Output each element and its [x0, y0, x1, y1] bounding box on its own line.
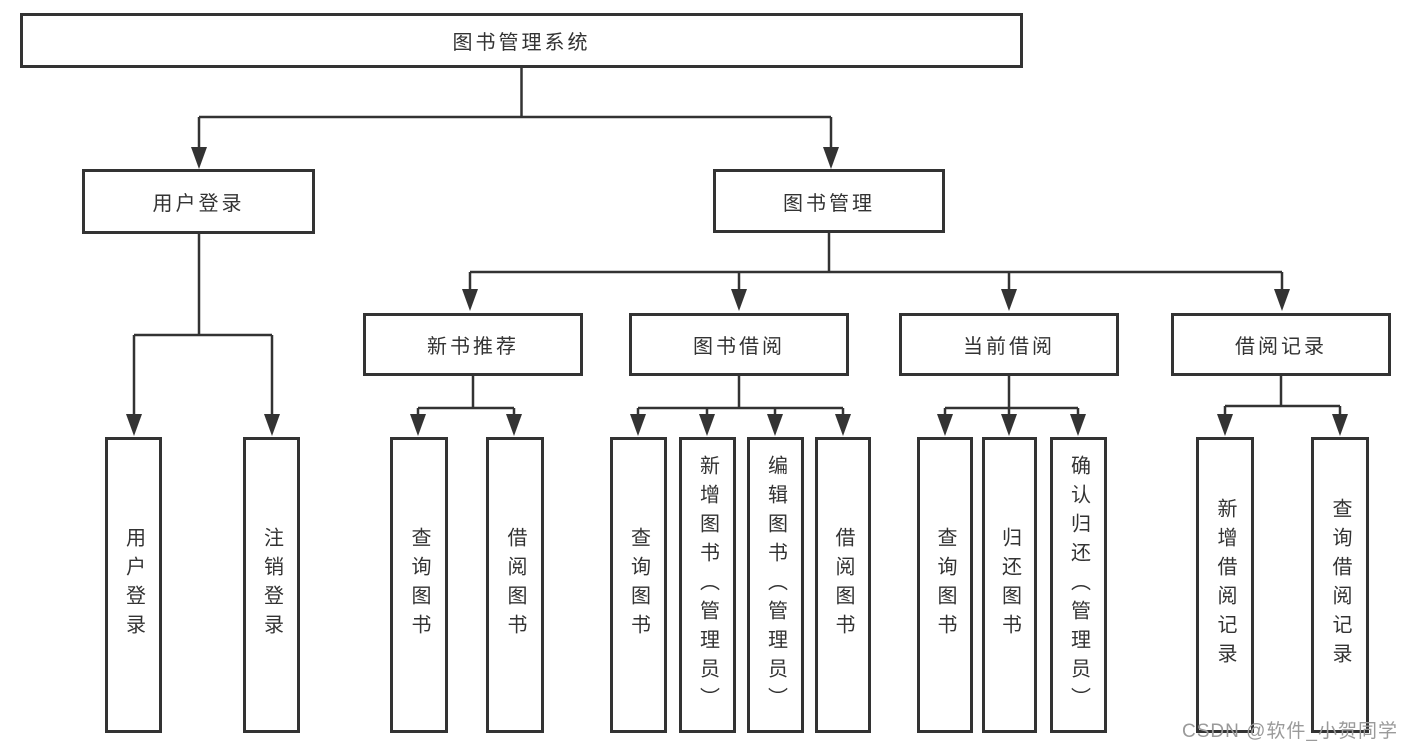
node-label: 借阅图书 [504, 527, 526, 643]
leaf-edit-book-admin: 编辑图书（管理员） [747, 437, 804, 733]
leaf-query-borrow-record: 查询借阅记录 [1311, 437, 1369, 733]
arrowheads [126, 147, 1348, 436]
node-current-borrow: 当前借阅 [899, 313, 1119, 376]
leaf-add-book-admin: 新增图书（管理员） [679, 437, 736, 733]
node-label: 确认归还（管理员） [1067, 454, 1090, 716]
node-label: 编辑图书（管理员） [764, 454, 787, 716]
leaf-logout: 注销登录 [243, 437, 300, 733]
leaf-query-books-borrow: 查询图书 [610, 437, 667, 733]
node-new-book-recommend: 新书推荐 [363, 313, 583, 376]
node-label: 用户登录 [122, 527, 145, 643]
node-borrow-records: 借阅记录 [1171, 313, 1391, 376]
leaf-user-login: 用户登录 [105, 437, 162, 733]
node-label: 查询借阅记录 [1329, 498, 1351, 672]
node-book-management: 图书管理 [713, 169, 945, 233]
leaf-return-book: 归还图书 [982, 437, 1037, 733]
node-library-management-system: 图书管理系统 [20, 13, 1023, 68]
node-label: 查询图书 [627, 527, 650, 643]
node-user-login: 用户登录 [82, 169, 315, 234]
watermark-text: CSDN @软件_小贺同学 [1182, 721, 1398, 742]
node-book-borrow: 图书借阅 [629, 313, 849, 376]
node-label: 新增借阅记录 [1214, 498, 1236, 672]
leaf-query-books-recommend: 查询图书 [390, 437, 448, 733]
node-label: 注销登录 [260, 527, 283, 643]
node-label: 查询图书 [934, 527, 956, 643]
node-label: 借阅图书 [832, 527, 854, 643]
leaf-borrow-books: 借阅图书 [815, 437, 871, 733]
leaf-confirm-return-admin: 确认归还（管理员） [1050, 437, 1107, 733]
node-label: 归还图书 [998, 527, 1021, 643]
leaf-query-books-current: 查询图书 [917, 437, 973, 733]
leaf-borrow-books-recommend: 借阅图书 [486, 437, 544, 733]
node-label: 新增图书（管理员） [696, 454, 719, 716]
node-label: 查询图书 [408, 527, 430, 643]
leaf-add-borrow-record: 新增借阅记录 [1196, 437, 1254, 733]
